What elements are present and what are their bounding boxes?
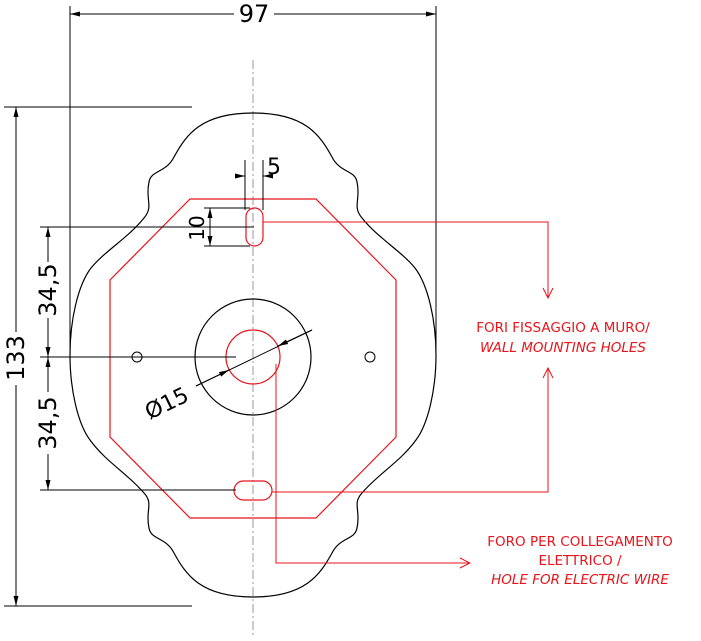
dim-overall-height: 133 — [2, 106, 192, 607]
dim-slot-length: 10 — [185, 207, 250, 247]
dim-overall-width-label: 97 — [239, 0, 270, 28]
dim-slot-length-label: 10 — [185, 215, 209, 240]
dim-lower-offset-label: 34,5 — [34, 396, 62, 449]
note-electric-wire-it-1: FORO PER COLLEGAMENTO — [487, 534, 673, 550]
note-mounting-holes: FORI FISSAGGIO A MURO/ WALL MOUNTING HOL… — [476, 320, 650, 356]
dim-overall-width: 97 — [69, 0, 437, 355]
note-mounting-holes-it: FORI FISSAGGIO A MURO/ — [476, 320, 650, 336]
side-hole-right — [364, 351, 376, 363]
leaders-mounting-holes — [263, 221, 548, 493]
note-mounting-holes-en: WALL MOUNTING HOLES — [480, 340, 646, 356]
dim-slot-width: 5 — [235, 155, 281, 210]
leader-electric-wire — [275, 364, 470, 563]
dim-upper-offset-label: 34,5 — [34, 263, 62, 316]
plate-outline — [69, 112, 437, 598]
note-electric-wire-en: HOLE FOR ELECTRIC WIRE — [491, 572, 669, 588]
dim-slot-width-label: 5 — [267, 155, 281, 180]
dim-overall-height-label: 133 — [2, 335, 30, 381]
dim-center-hole-diameter: Ø15 — [141, 329, 313, 425]
note-electric-wire-it-2: ELETTRICO / — [538, 553, 622, 569]
dim-center-hole-diameter-label: Ø15 — [141, 383, 193, 425]
dim-offsets: 34,5 34,5 — [34, 226, 254, 491]
note-electric-wire: FORO PER COLLEGAMENTO ELETTRICO / HOLE F… — [487, 534, 673, 588]
backbox-octagon — [109, 198, 397, 519]
